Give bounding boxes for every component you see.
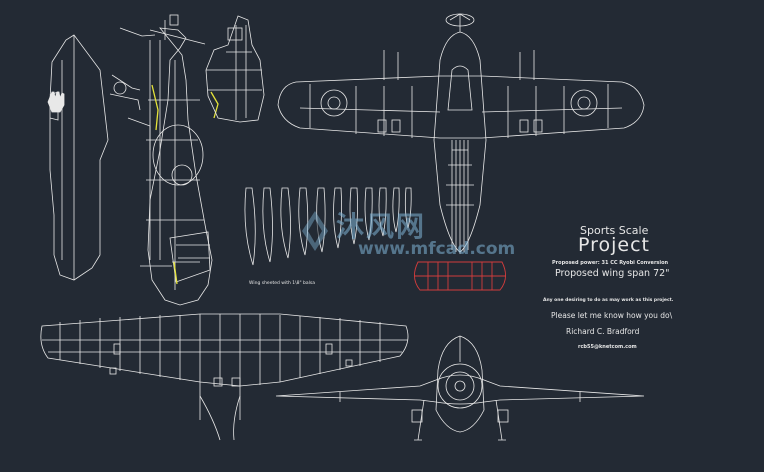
nose-cowl-detail xyxy=(205,15,265,123)
wing-ribs xyxy=(244,187,412,266)
pointing-hand-icon xyxy=(47,91,65,113)
title-line-2: Project xyxy=(578,234,651,256)
red-tailplane-highlight xyxy=(414,261,506,291)
author-email: rcb55@knetcom.com xyxy=(578,344,637,350)
title-line-1: Sports Scale xyxy=(580,224,649,237)
wing-span-text: Proposed wing span 72" xyxy=(555,268,670,279)
author-name: Richard C. Bradford xyxy=(566,327,640,336)
note-line-2: Please let me know how you do\ xyxy=(551,311,673,320)
wing-plan-view xyxy=(40,313,409,441)
aircraft-top-view xyxy=(277,13,645,254)
note-line-1: Any one desiring to do as may work as th… xyxy=(543,298,674,303)
proposed-power-text: Proposed power: 31 CC Ryobi Conversion xyxy=(552,260,669,266)
fuselage-side-profile xyxy=(49,34,109,281)
wing-sheeting-note: Wing sheeted with 1\8" balsa xyxy=(249,281,315,286)
yellow-reference-lines xyxy=(151,84,219,285)
aircraft-front-view xyxy=(275,335,645,441)
aircraft-side-view xyxy=(109,14,213,306)
